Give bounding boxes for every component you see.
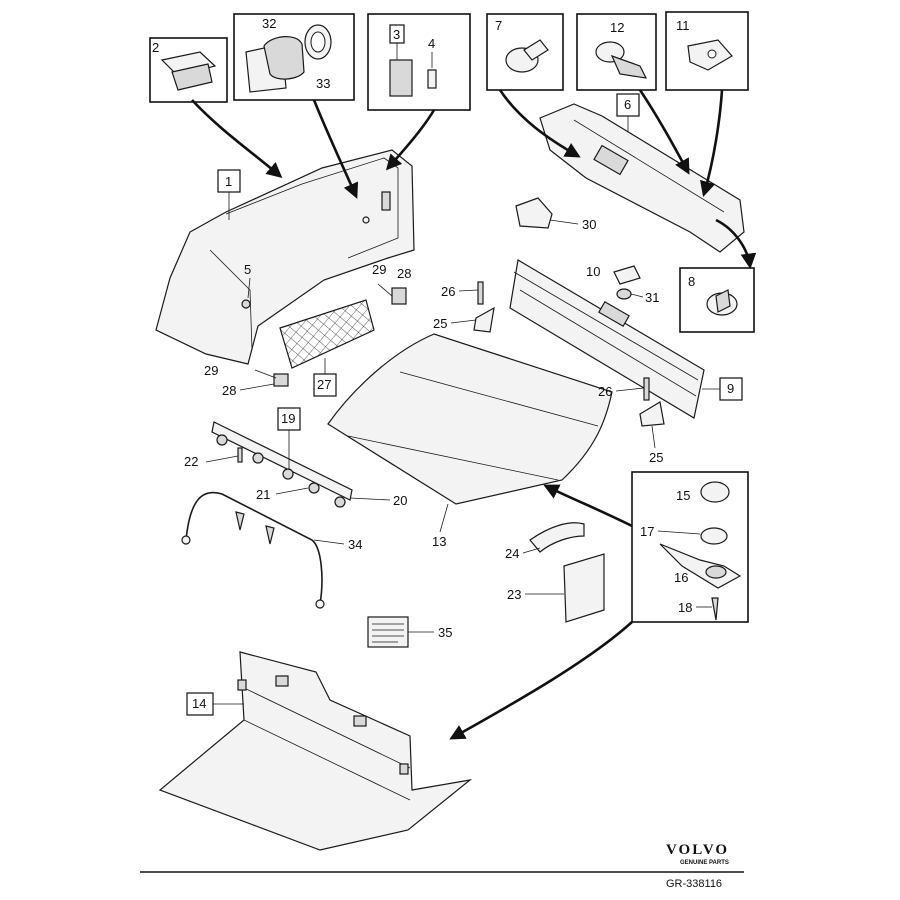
callout-30: 30 [582,217,596,232]
clips-10-31: 10 31 [586,264,659,305]
tie-down-hooks: 29 28 29 28 [204,262,411,398]
inset-2-clip: 2 [149,37,228,103]
label-sticker: 35 [367,616,452,648]
callout-6: 6 [624,97,631,112]
callout-31: 31 [645,290,659,305]
callout-3: 3 [393,27,400,42]
callout-23: 23 [507,587,521,602]
callout-26b: 26 [598,384,612,399]
callout-35: 35 [438,625,452,640]
callout-5: 5 [244,262,251,277]
inset-7-pushpin: 7 [486,13,564,91]
callout-28b: 28 [222,383,236,398]
callout-28a: 28 [397,266,411,281]
cargo-net: 27 [279,299,375,397]
callout-32: 32 [262,16,276,31]
callout-11: 11 [676,18,690,33]
callout-16: 16 [674,570,688,585]
callout-1: 1 [225,174,232,189]
callout-7: 7 [495,18,502,33]
callout-21: 21 [256,487,270,502]
callout-29a: 29 [372,262,386,277]
inset-8-pushpin: 8 [679,267,755,333]
callout-15: 15 [676,488,690,503]
callout-4: 4 [428,36,435,51]
callout-18: 18 [678,600,692,615]
callout-12: 12 [610,20,624,35]
volvo-logo: VOLVO [666,842,729,858]
callout-17: 17 [640,524,654,539]
inset-12-clip: 12 [576,13,657,91]
callout-22: 22 [184,454,198,469]
callout-9: 9 [727,381,734,396]
elastic-strap: 34 [181,491,362,609]
callout-25a: 25 [433,316,447,331]
brand-block: VOLVO GENUINE PARTS GR-338116 [140,842,744,890]
mounting-brackets: 26 25 26 25 [433,281,665,465]
inset-15-18-fasteners: 15 17 16 18 [631,471,749,623]
callout-24: 24 [505,546,519,561]
leader-arrows [191,89,757,740]
drawing-code: GR-338116 [666,878,722,890]
floor-mat: 13 [327,333,613,549]
callout-26a: 26 [441,284,455,299]
rear-upper-trim: 6 30 [515,93,745,253]
callout-14: 14 [192,696,206,711]
callout-33: 33 [316,76,330,91]
callout-2: 2 [152,40,159,55]
inset-32-33-grommet: 32 33 [233,13,355,101]
cargo-divider: 14 [158,651,473,851]
inset-3-4-light: 3 4 [367,13,471,111]
rear-sill-panel: 9 [509,259,743,419]
callout-20: 20 [393,493,407,508]
genuine-parts-text: GENUINE PARTS [680,860,729,866]
callout-29b: 29 [204,363,218,378]
pads-23-24: 24 23 [505,522,605,623]
callout-34: 34 [348,537,362,552]
callout-8: 8 [688,274,695,289]
callout-10: 10 [586,264,600,279]
callout-19: 19 [281,411,295,426]
callout-27: 27 [317,377,331,392]
inset-11-nut: 11 [665,11,749,91]
callout-13: 13 [432,534,446,549]
callout-25b: 25 [649,450,663,465]
side-trim-panel: 1 5 [155,149,415,365]
hook-rail: 19 22 21 20 [184,407,407,508]
